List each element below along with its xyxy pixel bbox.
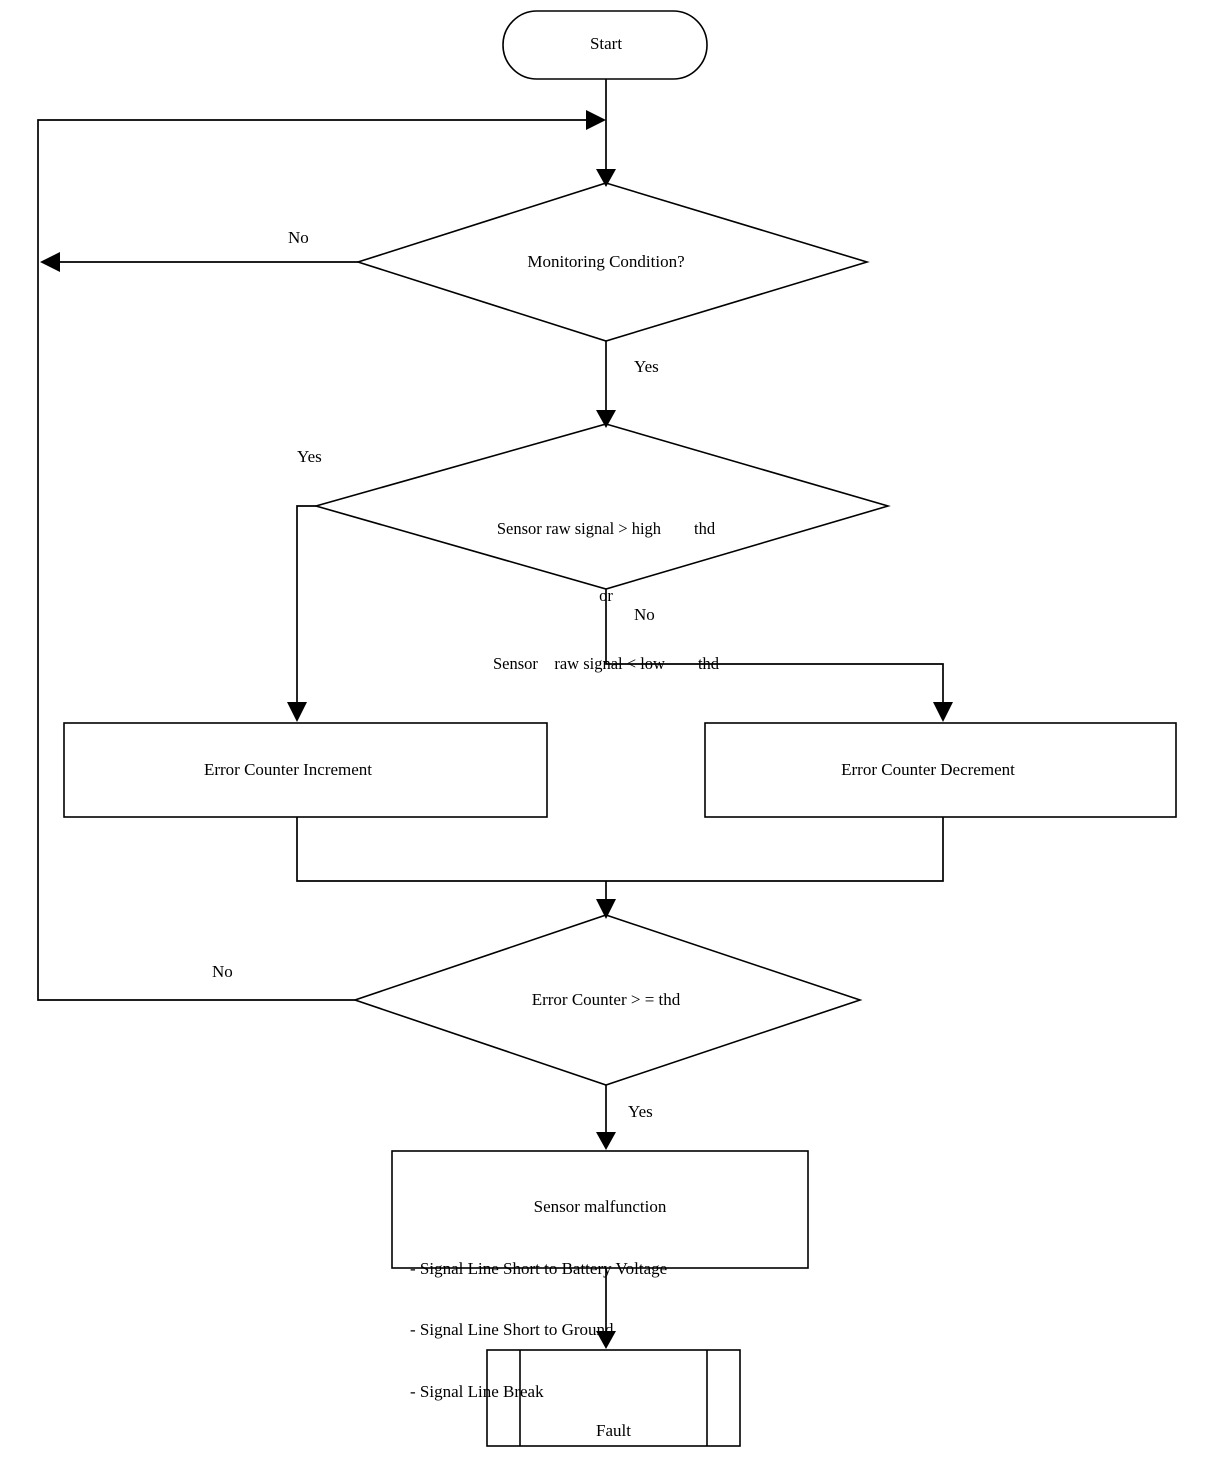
threshold-check-line-3: Sensor raw signal < low thd [492,653,720,673]
edge-label-threshold-yes: Yes [297,447,322,466]
fault-processing-label: Fault Processing [520,1375,707,1464]
arrowhead-into-threshold [596,410,616,428]
arrowhead-into-increment [287,702,307,722]
error-counter-increment-box-shape [63,722,548,818]
arrowhead-into-counter-threshold [596,899,616,919]
sensor-malfunction-item-3: - Signal Line Break [410,1382,544,1402]
fault-processing-line-1: Fault [596,1420,631,1440]
threshold-check-line-2: or [599,586,613,606]
error-counter-decrement-box-shape [704,722,1177,818]
edge-label-threshold-no: No [634,605,655,624]
start-label: Start [589,34,623,53]
edge-label-monitoring-yes: Yes [634,357,659,376]
arrowhead-into-fault-processing [596,1331,616,1349]
threshold-check-line-1: Sensor raw signal > high thd [496,518,716,538]
threshold-check-label: Sensor raw signal > high thd or Sensor r… [356,473,856,720]
fault-processing-box-shape [486,1349,741,1447]
edge-label-monitoring-no: No [288,228,309,247]
edge-label-counter-yes: Yes [628,1102,653,1121]
edge-label-counter-no: No [212,962,233,981]
edge-threshold-no [605,589,944,715]
error-counter-decrement-label: Error Counter Decrement [841,760,1015,779]
edge-counter-boxes-merge [296,817,944,882]
sensor-malfunction-title: Sensor malfunction [533,1196,667,1216]
arrowhead-loop-return-top [586,110,606,130]
sensor-malfunction-box-shape [391,1150,809,1269]
sensor-malfunction-content: Sensor malfunction - Signal Line Short t… [392,1159,808,1442]
sensor-malfunction-item-2: - Signal Line Short to Ground [410,1320,614,1340]
error-counter-threshold-label: Error Counter > = thd [531,990,681,1009]
sensor-malfunction-item-1: - Signal Line Short to Battery Voltage [410,1258,668,1278]
arrowhead-into-monitoring [596,169,616,187]
edge-loop-return-top [37,119,592,262]
arrowhead-into-decrement [933,702,953,722]
error-counter-increment-label: Error Counter Increment [203,760,373,779]
edge-counter-no-loopback [37,262,355,1001]
start-terminator-shape [502,10,708,80]
arrowhead-into-sensor-malfunction [596,1132,616,1150]
monitoring-condition-label: Monitoring Condition? [527,252,685,271]
edge-threshold-yes [296,505,316,715]
arrowhead-monitoring-no [40,252,60,272]
